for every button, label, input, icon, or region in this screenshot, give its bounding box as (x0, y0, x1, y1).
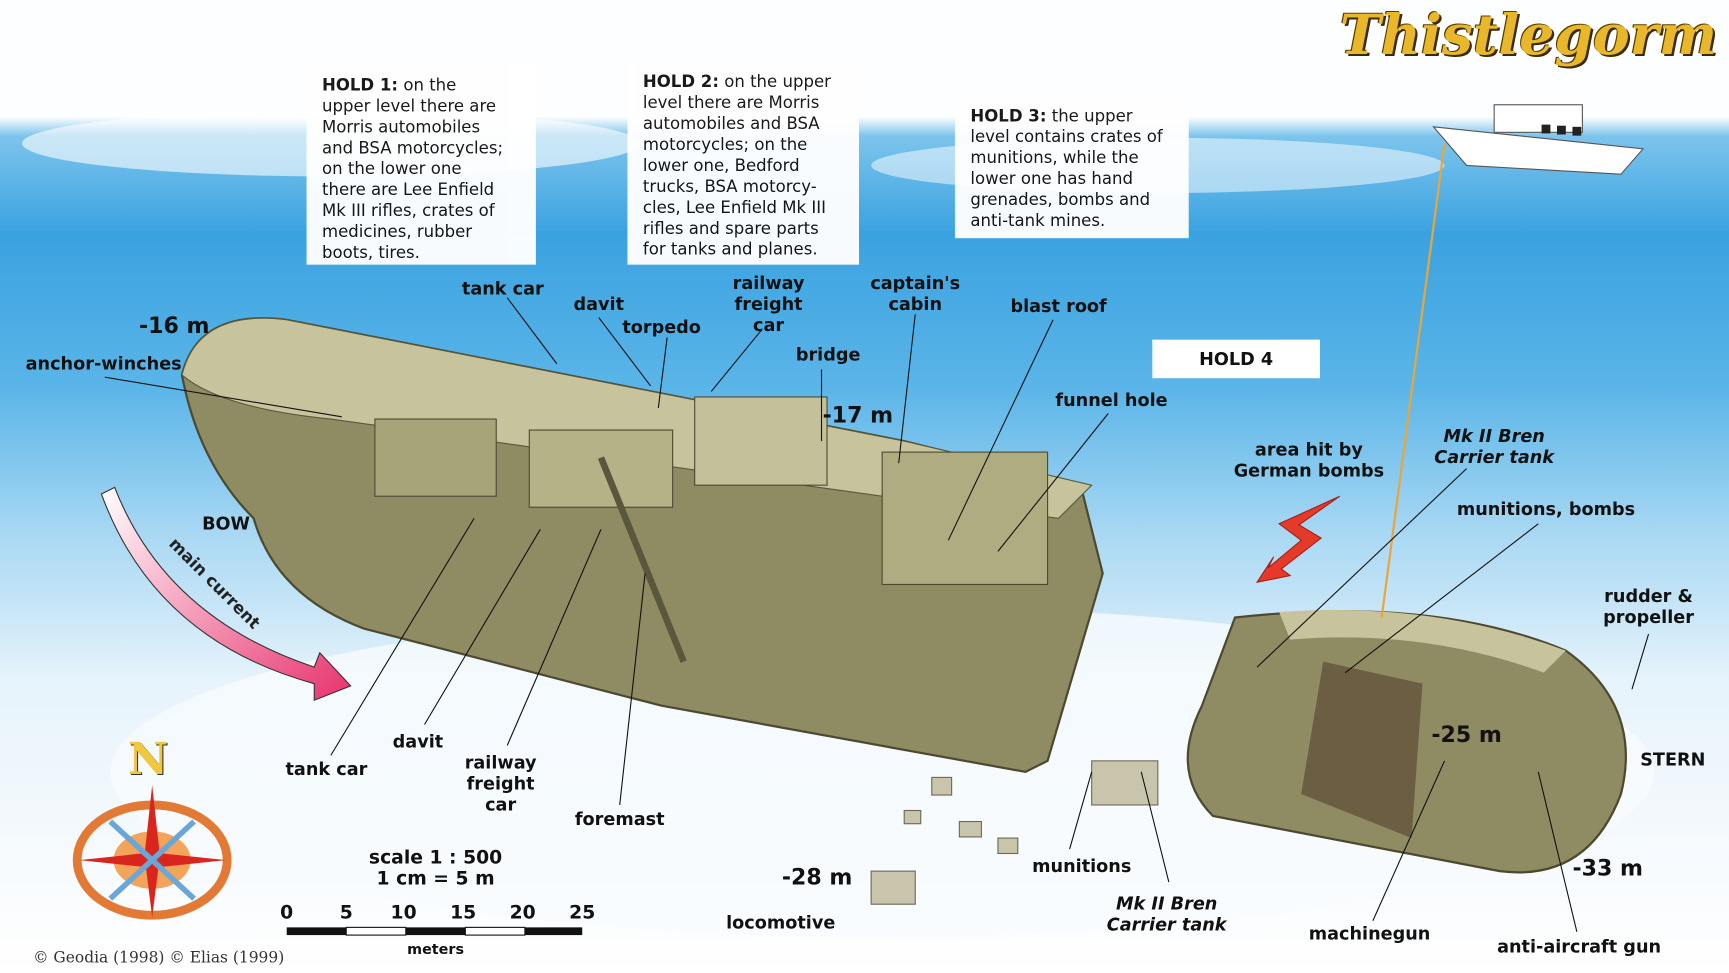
note-line: automobiles and BSA (642, 113, 820, 134)
hold1-heading: HOLD 1: (321, 74, 399, 95)
label-line: car (753, 314, 785, 336)
scale-tick: 5 (339, 902, 353, 925)
note-line: lower one has hand (970, 168, 1133, 189)
scale-ratio: scale 1 : 500 (368, 846, 503, 869)
label-bow: BOW (202, 512, 251, 534)
hold2-note: HOLD 2: on the upper level there are Mor… (627, 60, 860, 265)
note-line: level there are Morris (642, 92, 820, 113)
label-tank-car-lower: tank car (285, 758, 368, 780)
scale-tick: 15 (450, 902, 477, 925)
hold2-heading: HOLD 2: (642, 71, 719, 92)
depth-label: -28 m (781, 863, 853, 890)
ship-stern-section (1186, 609, 1627, 874)
label-line: railway (732, 272, 805, 294)
label-bridge: bridge (795, 344, 861, 365)
label-davit-lower: davit (392, 731, 444, 753)
bomb-hit-arrow (1255, 495, 1341, 584)
note-line: on the upper (724, 71, 831, 92)
note-line: there are Lee Enfield (321, 179, 495, 200)
label-machinegun: machinegun (1308, 922, 1431, 944)
hold1-note: HOLD 1: on the upper level there are Mor… (306, 63, 536, 265)
label-line: propeller (1603, 606, 1694, 628)
hold3-note: HOLD 3: the upper level contains crates … (954, 94, 1189, 239)
note-line: rifles and spare parts (642, 218, 819, 239)
note-line: lower one, Bedford (642, 155, 800, 176)
label-foremast: foremast (574, 808, 665, 830)
scale-tick: 25 (569, 902, 596, 925)
scale-tick: 10 (390, 902, 417, 925)
label-rudder-propeller: rudder &propeller (1603, 586, 1694, 628)
note-line: upper level there are (321, 95, 497, 116)
label-line: freight (466, 772, 535, 794)
note-line: anti-tank mines. (970, 210, 1106, 231)
label-line: German bombs (1233, 459, 1385, 481)
hold4-label: HOLD 4 (1152, 339, 1320, 379)
main-current-arrow (100, 486, 352, 702)
label-line: captain's (870, 272, 961, 294)
label-line: railway (464, 752, 537, 773)
compass-rose-icon (72, 785, 232, 920)
label-line: Mk II Bren (1115, 893, 1218, 915)
scale-equivalence: 1 cm = 5 m (376, 867, 495, 890)
note-line: cles, Lee Enfield Mk III (642, 197, 827, 218)
label-munitions: munitions (1032, 855, 1132, 877)
label-blast-roof: blast roof (1010, 295, 1107, 317)
label-line: Mk II Bren (1443, 425, 1545, 447)
dive-boat-icon (1380, 104, 1645, 618)
label-munitions-bombs: munitions, bombs (1456, 498, 1636, 520)
depth-label: -25 m (1431, 721, 1502, 748)
label-funnel-hole: funnel hole (1055, 389, 1168, 411)
depth-label: -33 m (1572, 854, 1643, 882)
note-line: Morris automobiles (321, 116, 481, 137)
label-line: Carrier tank (1106, 914, 1227, 936)
label-line: Carrier tank (1434, 446, 1555, 468)
label-torpedo: torpedo (622, 316, 701, 338)
note-line: level contains crates of (970, 126, 1163, 147)
label-anti-aircraft-gun: anti-aircraft gun (1497, 936, 1662, 958)
note-line: munitions, while the (970, 147, 1139, 168)
label-locomotive: locomotive (726, 911, 836, 933)
note-line: grenades, bombs and (970, 189, 1151, 210)
label-line: freight (734, 293, 803, 315)
note-line: Mk III rifles, crates of (321, 200, 495, 221)
note-line: on the (403, 74, 457, 95)
note-line: and BSA motorcycles; (321, 137, 504, 158)
note-line: for tanks and planes. (642, 239, 818, 260)
leader-lines (104, 297, 1650, 932)
label-line: rudder & (1604, 585, 1693, 607)
label-line: cabin (888, 293, 943, 315)
compass-north-letter: N (127, 733, 169, 786)
label-anchor-winches: anchor-winches (25, 352, 182, 374)
depth-label: -16 m (138, 312, 210, 339)
note-line: motorcycles; on the (642, 134, 808, 155)
label-line: car (485, 793, 517, 815)
note-line: boots, tires. (321, 242, 420, 263)
ship-bow-section (180, 317, 1104, 774)
note-line: the upper (1051, 105, 1133, 126)
label-line: area hit by (1254, 438, 1363, 460)
copyright: © Geodia (1998) © Elias (1999) (33, 949, 285, 968)
label-stern: STERN (1640, 748, 1706, 770)
title-logo: Thistlegorm (1339, 2, 1718, 68)
hold3-heading: HOLD 3: (970, 105, 1047, 126)
label-davit: davit (573, 293, 625, 315)
note-line: trucks, BSA motorcy- (642, 176, 817, 197)
debris (870, 760, 1159, 905)
depth-label: -17 m (822, 401, 894, 428)
scale-unit: meters (407, 941, 464, 959)
label-tank-car: tank car (461, 277, 544, 299)
scale-tick: 20 (509, 902, 536, 925)
note-line: on the lower one (321, 158, 462, 179)
scale-bar (286, 926, 583, 936)
scale-tick: 0 (280, 902, 294, 925)
note-line: medicines, rubber (321, 221, 473, 242)
